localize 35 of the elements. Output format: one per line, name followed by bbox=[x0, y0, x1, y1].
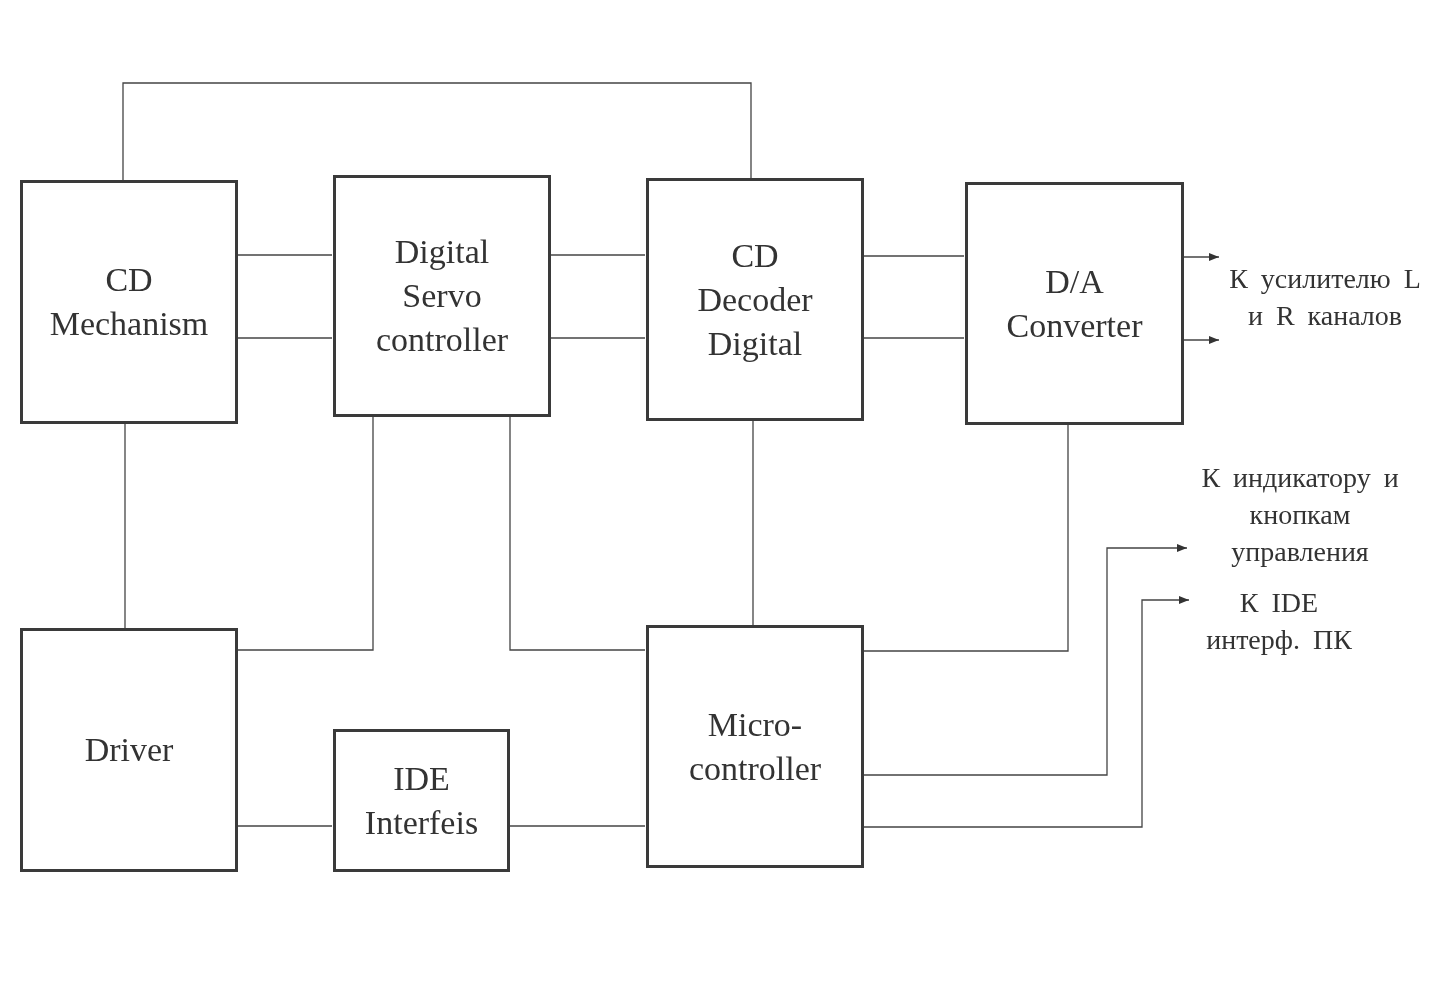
connector-line bbox=[237, 254, 333, 256]
connector-line bbox=[509, 825, 646, 827]
arrow bbox=[863, 596, 1190, 828]
block-label: D/A Converter bbox=[1005, 261, 1144, 346]
block-box bbox=[333, 729, 510, 872]
block-box bbox=[965, 182, 1184, 425]
block-box bbox=[20, 180, 238, 424]
connector-line bbox=[863, 255, 965, 257]
connector-line bbox=[122, 82, 752, 181]
block-box bbox=[333, 175, 551, 417]
output-label: К усилителю L и R каналов bbox=[1220, 238, 1430, 356]
connector-line bbox=[863, 424, 1069, 652]
block-label: Micro- controller bbox=[687, 704, 823, 789]
connector-line bbox=[550, 254, 646, 256]
connector-line bbox=[550, 337, 646, 339]
connector-line bbox=[863, 337, 965, 339]
connector-line bbox=[237, 416, 374, 651]
block-label: IDE Interfeis bbox=[363, 758, 480, 843]
block-box bbox=[646, 625, 864, 868]
connector-line bbox=[237, 337, 333, 339]
output-label: К индикатору и кнопкам управления bbox=[1188, 458, 1412, 570]
connector-line bbox=[509, 416, 646, 651]
arrow bbox=[863, 544, 1188, 776]
output-label: К IDE интерф. ПК bbox=[1190, 583, 1368, 658]
block-label: CD Mechanism bbox=[48, 260, 210, 344]
block-label: Driver bbox=[83, 730, 175, 770]
block-label: CD Decoder Digital bbox=[696, 235, 814, 364]
arrow bbox=[1183, 253, 1220, 261]
connector-line bbox=[752, 420, 754, 626]
block-label: Digital Servo controller bbox=[374, 232, 510, 360]
arrow bbox=[1183, 336, 1220, 344]
block-box bbox=[20, 628, 238, 872]
connector-line bbox=[237, 825, 333, 827]
connector-line bbox=[124, 423, 126, 629]
block-box bbox=[646, 178, 864, 421]
